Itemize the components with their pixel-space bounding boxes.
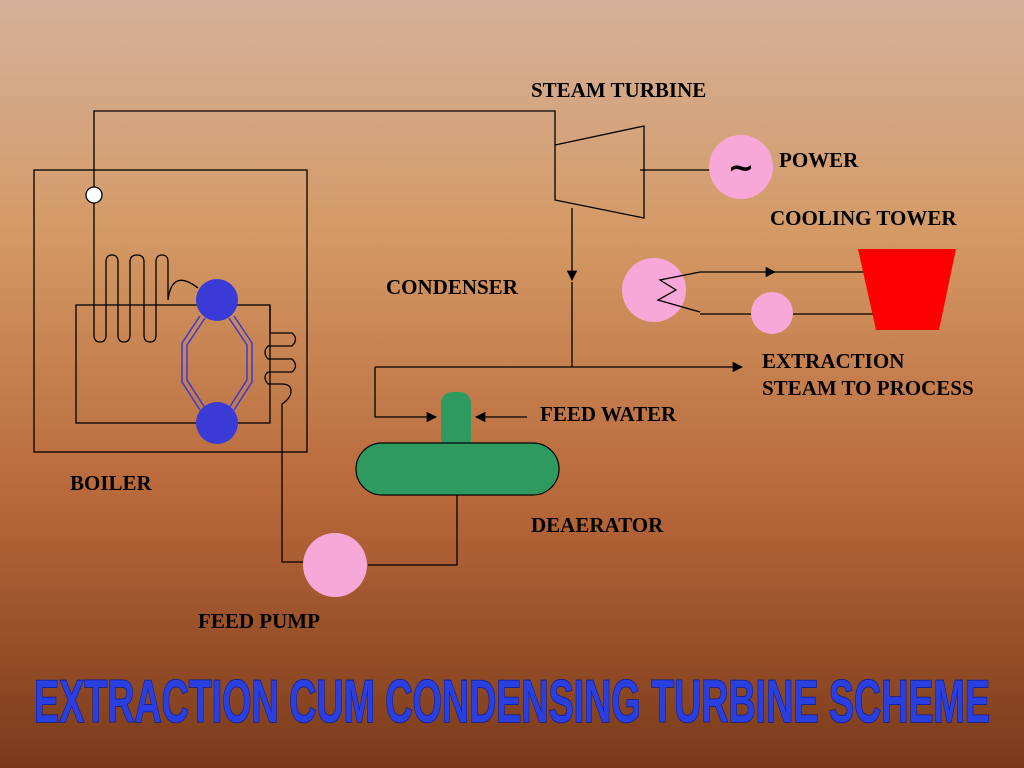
condenser-label: CONDENSER — [386, 275, 519, 299]
deaerator-vessel — [355, 442, 560, 496]
main-steam-line — [93, 110, 556, 195]
cooling-water-pump — [751, 292, 793, 334]
condenser-coil — [656, 271, 701, 313]
riser-tubes — [181, 315, 253, 411]
generator-symbol: ~ — [728, 148, 755, 186]
boiler-label: BOILER — [70, 471, 153, 495]
extraction-label-line2: STEAM TO PROCESS — [762, 376, 974, 400]
slide-title: EXTRACTION CUM CONDENSING TURBINE SCHEME — [34, 668, 990, 735]
feed-pump-label: FEED PUMP — [198, 609, 320, 633]
steam-turbine-label: STEAM TURBINE — [531, 78, 706, 102]
superheater-coil — [93, 195, 199, 343]
cooling-tower — [858, 249, 956, 330]
feed-water-label: FEED WATER — [540, 402, 677, 426]
economiser-coil — [264, 305, 297, 562]
deaerator-label: DEAERATOR — [531, 513, 664, 537]
deaerator-column — [441, 392, 471, 452]
deaerator-outlet-line — [368, 495, 458, 566]
condenser — [622, 258, 686, 322]
feed-pump — [303, 533, 367, 597]
mud-drum — [196, 402, 238, 444]
boiler-box — [33, 169, 308, 453]
steam-drum — [196, 279, 238, 321]
steam-turbine — [554, 125, 645, 219]
steam-to-deaerator-line — [374, 367, 438, 423]
cooling-tower-label: COOLING TOWER — [770, 206, 957, 230]
boiler-inner-box — [75, 304, 271, 424]
power-label: POWER — [779, 148, 859, 172]
steam-valve — [85, 186, 103, 204]
extraction-label-line1: EXTRACTION — [762, 349, 904, 373]
generator — [709, 135, 773, 199]
